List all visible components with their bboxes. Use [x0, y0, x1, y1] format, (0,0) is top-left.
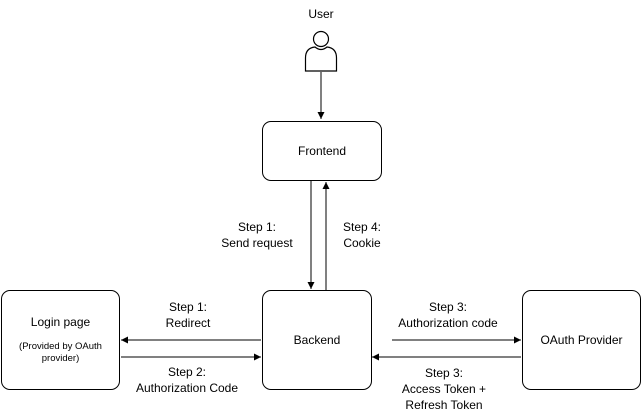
auth-code-to-backend-label: Step 2: Authorization Code — [128, 364, 246, 396]
send-request-label: Step 1: Send request — [212, 219, 302, 251]
backend-title: Backend — [293, 333, 341, 347]
tokens-text-line2: Refresh Token — [405, 398, 483, 412]
auth-code-to-backend-step: Step 2: — [167, 365, 207, 379]
redirect-text: Redirect — [165, 316, 211, 330]
oauth-provider-node: OAuth Provider — [522, 290, 641, 390]
cookie-label: Step 4: Cookie — [334, 219, 390, 251]
user-label: User — [308, 7, 334, 21]
frontend-title: Frontend — [297, 144, 347, 158]
frontend-node: Frontend — [262, 121, 382, 181]
auth-code-to-provider-label: Step 3: Authorization code — [390, 299, 506, 331]
cookie-text: Cookie — [343, 236, 381, 250]
auth-code-to-provider-text: Authorization code — [398, 316, 498, 330]
login-page-subtitle-line2: provider) — [41, 353, 80, 364]
redirect-label: Step 1: Redirect — [148, 299, 228, 331]
send-request-step: Step 1: — [237, 220, 277, 234]
auth-code-to-provider-step: Step 3: — [428, 300, 468, 314]
login-page-subtitle: (Provided by OAuth provider) — [19, 341, 102, 365]
tokens-step: Step 3: — [424, 366, 464, 380]
user-icon — [304, 30, 338, 72]
redirect-step: Step 1: — [168, 300, 208, 314]
login-page-subtitle-line1: (Provided by OAuth — [19, 341, 102, 352]
tokens-text-line1: Access Token + — [401, 382, 487, 396]
oauth-provider-title: OAuth Provider — [540, 333, 623, 347]
backend-node: Backend — [262, 290, 372, 390]
send-request-text: Send request — [221, 236, 293, 250]
tokens-label: Step 3: Access Token + Refresh Token — [392, 365, 496, 413]
auth-code-to-backend-text: Authorization Code — [135, 381, 239, 395]
cookie-step: Step 4: — [342, 220, 382, 234]
login-page-title: Login page — [30, 315, 91, 329]
login-page-node: Login page (Provided by OAuth provider) — [1, 290, 120, 390]
